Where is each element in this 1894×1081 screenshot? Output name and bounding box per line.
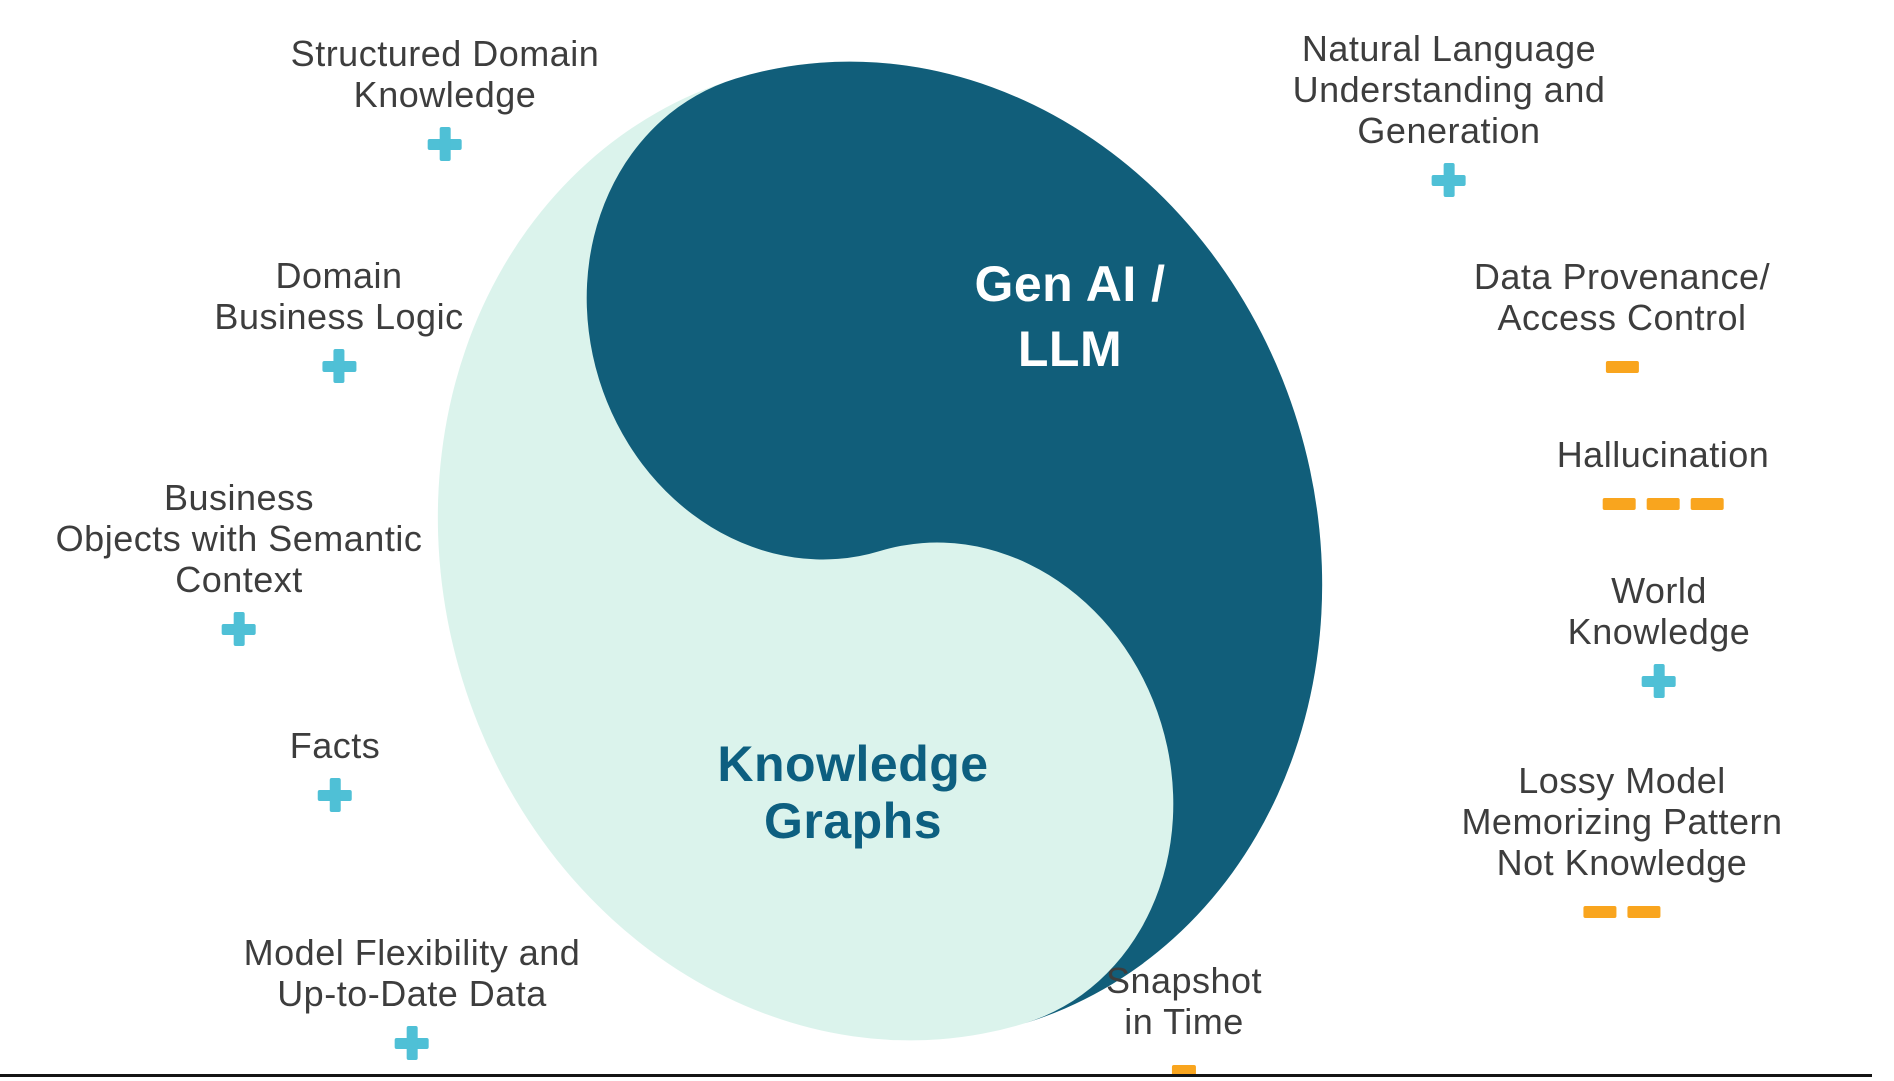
label-line: Natural Language	[1301, 28, 1597, 69]
icon-row	[291, 127, 600, 161]
label-line: Model Flexibility and	[243, 932, 581, 973]
label-line: Facts	[289, 725, 381, 766]
label-domain-business-logic: Domain Business Logic	[214, 255, 463, 383]
minus-icon	[1690, 498, 1724, 510]
label-hallucination: Hallucination	[1557, 434, 1770, 521]
gen-ai-llm-title: Gen AI / LLM	[974, 252, 1165, 382]
label-line: Lossy Model	[1518, 760, 1726, 801]
bottom-border-line	[0, 1074, 1872, 1077]
label-line: Structured Domain	[290, 33, 600, 74]
minus-icon	[1602, 498, 1636, 510]
label-structured-domain-knowledge: Structured Domain Knowledge	[291, 33, 600, 161]
plus-icon	[427, 127, 462, 161]
label-line: Access Control	[1497, 297, 1747, 338]
label-business-objects-semantic-context: Business Objects with Semantic Context	[56, 477, 423, 646]
minus-icon	[1627, 906, 1661, 918]
icon-row	[290, 778, 381, 812]
label-line: Business	[163, 477, 315, 518]
gen-ai-llm-region	[586, 61, 1323, 1024]
icon-row	[1461, 895, 1782, 929]
label-line: Objects with Semantic	[55, 518, 423, 559]
label-line: Knowledge	[353, 74, 537, 115]
plus-icon	[321, 349, 356, 383]
label-line: Domain	[275, 255, 403, 296]
label-world-knowledge: World Knowledge	[1568, 570, 1751, 698]
icon-row	[1557, 487, 1770, 521]
label-model-flexibility-up-to-date-data: Model Flexibility and Up-to-Date Data	[244, 932, 581, 1060]
icon-row	[1474, 350, 1770, 384]
title-line: Graphs	[763, 793, 943, 849]
minus-icon	[1646, 498, 1680, 510]
title-line: Gen AI /	[974, 256, 1166, 312]
label-line: in Time	[1124, 1001, 1244, 1042]
label-facts: Facts	[290, 725, 381, 812]
label-line: Business Logic	[214, 296, 464, 337]
minus-icon	[1583, 906, 1617, 918]
label-line: Knowledge	[1567, 611, 1751, 652]
plus-icon	[221, 612, 256, 646]
label-lossy-model-memorizing-pattern: Lossy Model Memorizing Pattern Not Knowl…	[1461, 760, 1782, 929]
label-line: Understanding and	[1292, 69, 1606, 110]
minus-icon	[1605, 361, 1639, 373]
label-line: Up-to-Date Data	[277, 973, 547, 1014]
icon-row	[214, 349, 463, 383]
label-snapshot-in-time: Snapshot in Time	[1106, 960, 1262, 1081]
icon-row	[244, 1026, 581, 1060]
plus-icon	[395, 1026, 429, 1060]
label-line: Data Provenance/	[1473, 256, 1771, 297]
knowledge-graphs-title: Knowledge Graphs	[717, 736, 988, 850]
icon-row	[1293, 163, 1606, 197]
label-line: Context	[175, 559, 303, 600]
title-line: LLM	[1017, 321, 1123, 377]
label-line: World	[1611, 570, 1707, 611]
label-line: Not Knowledge	[1496, 842, 1748, 883]
title-line: Knowledge	[717, 736, 989, 792]
label-line: Hallucination	[1556, 434, 1770, 475]
plus-icon	[317, 778, 352, 812]
label-line: Memorizing Pattern	[1461, 801, 1783, 842]
plus-icon	[1641, 664, 1676, 698]
icon-row	[1568, 664, 1751, 698]
plus-icon	[1431, 163, 1466, 197]
label-data-provenance-access-control: Data Provenance/ Access Control	[1474, 256, 1770, 384]
label-natural-language-understanding-generation: Natural Language Understanding and Gener…	[1293, 28, 1606, 197]
icon-row	[56, 612, 423, 646]
label-line: Snapshot	[1105, 960, 1263, 1001]
label-line: Generation	[1357, 110, 1541, 151]
